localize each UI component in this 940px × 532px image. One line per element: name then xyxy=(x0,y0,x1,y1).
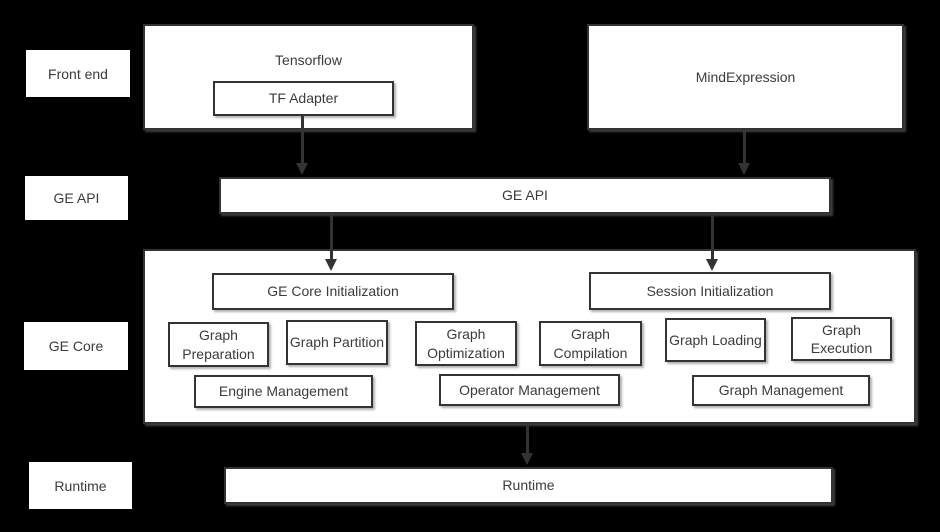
row-label-ge-api: GE API xyxy=(25,176,128,220)
arrow-ge-core-to-runtime xyxy=(521,426,533,465)
arrow-tf-adapter-to-ge-api xyxy=(296,115,308,175)
management-operator: Operator Management xyxy=(439,374,620,406)
arrow-mindexpression-to-ge-api xyxy=(738,131,750,175)
row-label-runtime: Runtime xyxy=(29,462,132,509)
runtime-bar: Runtime xyxy=(224,467,833,504)
module-graph-compilation: Graph Compilation xyxy=(539,321,642,366)
management-engine: Engine Management xyxy=(194,375,373,408)
management-graph: Graph Management xyxy=(692,375,870,406)
row-label-ge-core: GE Core xyxy=(24,322,128,370)
arrow-ge-api-to-ge-core-init xyxy=(325,215,337,271)
module-graph-loading: Graph Loading xyxy=(665,318,766,362)
ge-api-bar: GE API xyxy=(219,177,831,214)
session-initialization-box: Session Initialization xyxy=(589,272,831,310)
module-graph-execution: Graph Execution xyxy=(791,317,892,361)
module-graph-partition: Graph Partition xyxy=(286,320,388,365)
tensorflow-title: Tensorflow xyxy=(275,52,342,68)
tf-adapter-box: TF Adapter xyxy=(213,81,394,116)
module-graph-preparation: Graph Preparation xyxy=(168,322,269,367)
tensorflow-box: Tensorflow TF Adapter xyxy=(143,24,474,130)
module-graph-optimization: Graph Optimization xyxy=(415,321,517,366)
row-label-front-end: Front end xyxy=(26,50,130,97)
mindexpression-box: MindExpression xyxy=(587,24,904,130)
ge-core-initialization-box: GE Core Initialization xyxy=(212,273,454,310)
arrow-ge-api-to-session-init xyxy=(706,215,718,271)
